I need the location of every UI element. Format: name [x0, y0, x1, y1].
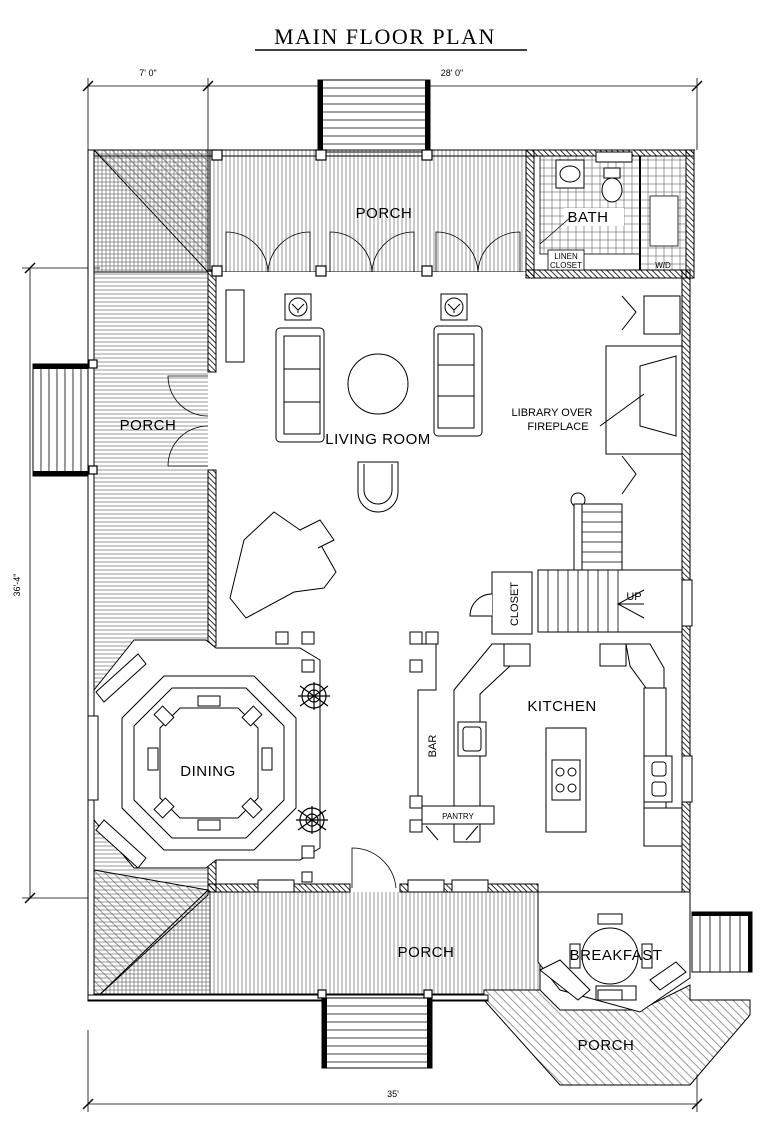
- bar-label: BAR: [427, 735, 439, 758]
- dimension-bottom: 35': [387, 1089, 399, 1099]
- kitchen-label: KITCHEN: [527, 698, 596, 715]
- porch-bottom-right-label: PORCH: [578, 1037, 635, 1054]
- fireplace: [599, 295, 683, 495]
- closet-label: CLOSET: [509, 582, 521, 626]
- living-room-label: LIVING ROOM: [325, 431, 431, 448]
- library-label-2: FIREPLACE: [527, 421, 588, 433]
- bath-area: [539, 151, 687, 271]
- kitchen-cabinets: [409, 631, 683, 847]
- dimension-left: 36'-4": [12, 574, 22, 597]
- french-doors-top: [225, 231, 521, 273]
- bath-label: BATH: [568, 209, 609, 226]
- stairs-up-label: UP: [626, 591, 641, 603]
- breakfast-area: [537, 891, 691, 1013]
- top-porch-stairs: [317, 79, 431, 153]
- front-door: [351, 847, 397, 889]
- dimension-top-left: 7' 0": [139, 68, 156, 78]
- porch-columns: [88, 149, 433, 999]
- living-room-furniture: [225, 289, 483, 619]
- porch-top-label: PORCH: [356, 205, 413, 222]
- dimension-top-right: 28' 0": [441, 68, 463, 78]
- porch-left-label: PORCH: [120, 417, 177, 434]
- linen-closet-label-2: CLOSET: [550, 261, 582, 270]
- left-door: [167, 375, 209, 467]
- dimension-lines: [22, 78, 703, 1112]
- dining-label: DINING: [180, 763, 236, 780]
- porch-bottom-label: PORCH: [398, 944, 455, 961]
- main-stairs: [469, 492, 683, 635]
- bottom-porch-stairs: [321, 997, 433, 1069]
- laundry-label: W/D: [655, 261, 671, 270]
- pantry-label: PANTRY: [442, 812, 474, 821]
- plan-title: MAIN FLOOR PLAN: [274, 24, 496, 49]
- plants: [296, 682, 330, 834]
- breakfast-label: BREAKFAST: [570, 947, 663, 964]
- linen-closet-label-1: LINEN: [554, 252, 578, 261]
- right-porch-stairs: [691, 911, 753, 973]
- library-label-1: LIBRARY OVER: [512, 407, 593, 419]
- left-porch-stairs: [32, 363, 92, 477]
- dining-area: [87, 631, 321, 883]
